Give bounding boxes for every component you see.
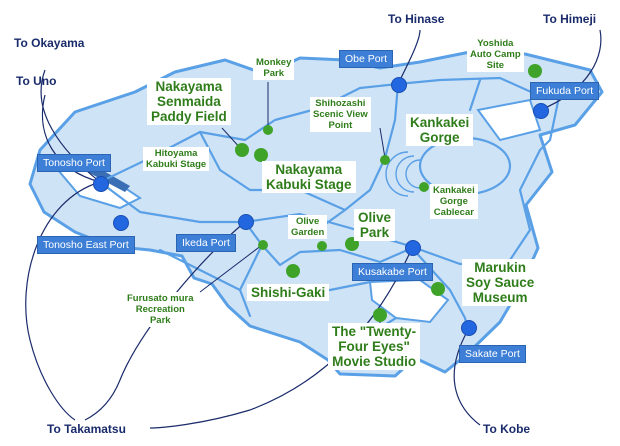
to-hinase-label: To Hinase xyxy=(388,12,445,26)
tonosho-east-port-marker[interactable] xyxy=(113,215,129,231)
kusakabe-port-label[interactable]: Kusakabe Port xyxy=(352,263,433,281)
marukin-label[interactable]: Marukin Soy Sauce Museum xyxy=(462,259,539,306)
kankakei-gorge-label[interactable]: Kankakei Gorge xyxy=(406,114,474,146)
olive-park-label[interactable]: Olive Park xyxy=(354,209,396,241)
shishi-gaki-marker[interactable] xyxy=(286,264,300,278)
sakate-port-label[interactable]: Sakate Port xyxy=(459,345,526,363)
to-takamatsu-label: To Takamatsu xyxy=(47,422,126,436)
kankakei-cablecar-label[interactable]: Kankakei Gorge Cablecar xyxy=(430,184,478,219)
east-bay xyxy=(476,98,542,142)
furusato-marker[interactable] xyxy=(258,240,268,250)
route-takamatsu-1 xyxy=(25,181,101,421)
route-takamatsu-3 xyxy=(149,247,413,429)
twenty-four-eyes-marker[interactable] xyxy=(373,308,387,322)
monkey-park-marker[interactable] xyxy=(263,125,273,135)
kankakei-cablecar-marker[interactable] xyxy=(419,182,429,192)
furusato-label[interactable]: Furusato mura Recreation Park xyxy=(124,292,197,327)
to-uno-label: To Uno xyxy=(16,74,57,88)
tonosho-east-port-label[interactable]: Tonosho East Port xyxy=(37,236,135,254)
shishi-gaki-label[interactable]: Shishi-Gaki xyxy=(247,284,330,301)
obe-port-label[interactable]: Obe Port xyxy=(339,50,394,68)
route-uno xyxy=(41,94,101,183)
to-kobe-label: To Kobe xyxy=(483,422,531,436)
hitoyama-label[interactable]: Hitoyama Kabuki Stage xyxy=(143,147,210,171)
to-himeji-label: To Himeji xyxy=(543,12,597,26)
twenty-four-eyes-label[interactable]: The "Twenty- Four Eyes" Movie Studio xyxy=(328,323,421,370)
gorge-ripples xyxy=(385,151,421,197)
obe-port-marker[interactable] xyxy=(391,77,407,93)
senmaida-label[interactable]: Nakayama Senmaida Paddy Field xyxy=(147,78,231,125)
route-takamatsu-2 xyxy=(84,221,246,421)
fukuda-port-label[interactable]: Fukuda Port xyxy=(530,82,600,100)
fukuda-port-marker[interactable] xyxy=(533,103,549,119)
ikeda-port-label[interactable]: Ikeda Port xyxy=(176,234,236,252)
sakate-port-marker[interactable] xyxy=(461,320,477,336)
kusakabe-port-marker[interactable] xyxy=(405,240,421,256)
olive-garden-label[interactable]: Olive Garden xyxy=(288,215,328,239)
senmaida-marker[interactable] xyxy=(235,143,249,157)
monkey-park-label[interactable]: Monkey Park xyxy=(253,56,295,80)
yoshida-camp-marker[interactable] xyxy=(528,64,542,78)
nakayama-kabuki-marker[interactable] xyxy=(254,148,268,162)
tonosho-port-label[interactable]: Tonosho Port xyxy=(37,154,111,172)
ikeda-port-marker[interactable] xyxy=(238,214,254,230)
shihozashi-label[interactable]: Shihozashi Scenic View Point xyxy=(310,97,371,132)
nakayama-kabuki-label[interactable]: Nakayama Kabuki Stage xyxy=(262,161,356,193)
to-okayama-label: To Okayama xyxy=(14,36,85,50)
marukin-marker[interactable] xyxy=(431,282,445,296)
olive-garden-marker[interactable] xyxy=(317,241,327,251)
route-himeji xyxy=(539,29,602,111)
shihozashi-marker[interactable] xyxy=(380,155,390,165)
yoshida-label[interactable]: Yoshida Auto Camp Site xyxy=(467,37,524,72)
tonosho-port-marker[interactable] xyxy=(93,176,109,192)
